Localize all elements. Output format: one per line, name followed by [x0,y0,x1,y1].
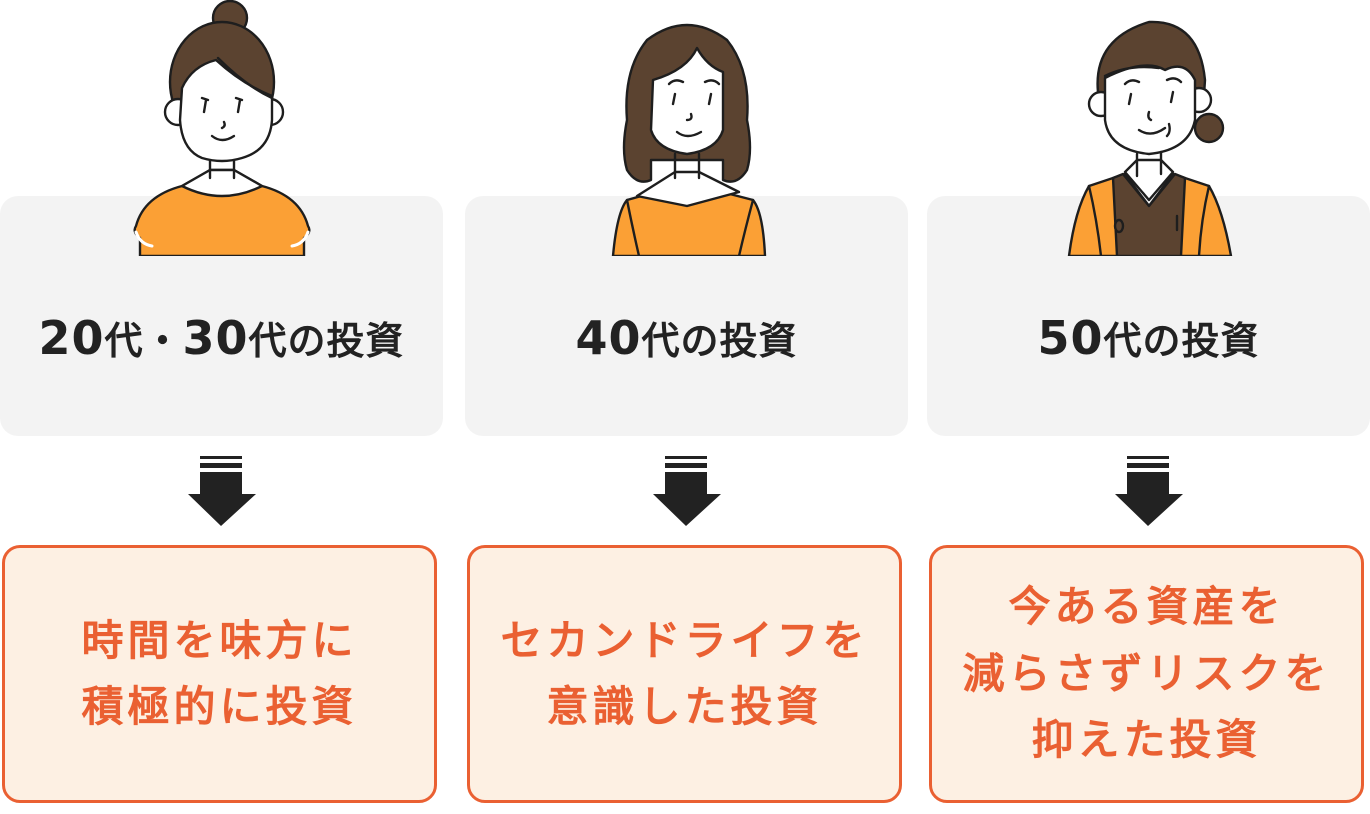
result-line: 今ある資産を [1008,582,1285,632]
age-separator: ・ [143,319,183,363]
column-20s-30s: 20代・30代の投資 時間を味方に 積極的に投資 [0,0,443,814]
result-card: セカンドライフを 意識した投資 [467,545,902,803]
result-line: 積極的に投資 [81,682,358,731]
age-suffix: 代の投資 [641,319,798,363]
age-number: 30 [182,311,249,365]
result-line: 抑えた投資 [1031,715,1262,765]
age-number: 40 [575,311,642,365]
result-card: 今ある資産を 減らさずリスクを 抑えた投資 [929,545,1364,803]
result-line: 時間を味方に [81,615,358,665]
age-suffix: 代の投資 [248,319,405,363]
age-number: 50 [1037,311,1104,365]
older-woman-icon [1067,20,1232,256]
age-number: 20 [38,311,105,365]
age-label: 40代の投資 [465,310,908,365]
result-card: 時間を味方に 積極的に投資 [2,545,437,803]
age-suffix: 代の投資 [1103,319,1260,363]
age-label: 50代の投資 [927,310,1370,365]
result-line: セカンドライフを [500,615,869,665]
down-arrow-icon [1114,456,1183,526]
down-arrow-icon [652,456,721,526]
age-label: 20代・30代の投資 [0,310,443,365]
woman-long-hair-icon [611,23,766,256]
result-text: 時間を味方に 積極的に投資 [81,608,357,741]
result-text: 今ある資産を 減らさずリスクを 抑えた投資 [962,574,1330,773]
young-woman-bun-icon [132,0,311,256]
result-line: 減らさずリスクを [962,648,1331,698]
result-text: セカンドライフを 意識した投資 [500,608,868,741]
age-suffix: 代 [104,319,144,363]
down-arrow-icon [187,456,256,526]
column-40s: 40代の投資 セカンドライフを 意識した投資 [465,0,908,814]
result-line: 意識した投資 [546,682,823,731]
column-50s: 50代の投資 今ある資産を 減らさずリスクを 抑えた投資 [927,0,1370,814]
